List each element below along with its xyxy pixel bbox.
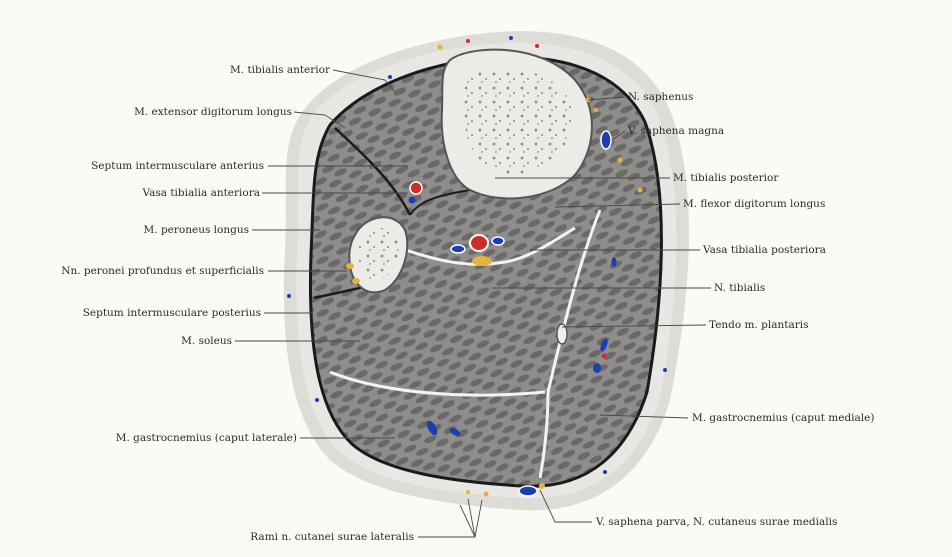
- label-vasa-tibialia-posteriora: Vasa tibialia posteriora: [702, 244, 826, 256]
- n-tibialis-mark: [472, 256, 492, 266]
- label-septum-anterius: Septum intermusculare anterius: [91, 160, 264, 172]
- tendo-plantaris-mark: [556, 323, 568, 345]
- vasa-tibialia-posteriora: [450, 234, 505, 254]
- label-n-saphenus: N. saphenus: [628, 91, 693, 103]
- septum-anterius-line: [334, 127, 412, 216]
- label-v-saphena-parva: V. saphena parva, N. cutaneus surae medi…: [595, 516, 837, 528]
- label-gastrocnemius-mediale: M. gastrocnemius (caput mediale): [692, 412, 874, 424]
- interosseous-line: [409, 189, 471, 216]
- labels-left: M. tibialis anterior M. extensor digitor…: [61, 64, 414, 543]
- v-saphena-magna-mark: [600, 130, 612, 150]
- superficial-dots: [287, 36, 667, 474]
- gastrocnemius-midline: [538, 391, 550, 479]
- tibia-marrow: [464, 68, 573, 176]
- label-v-saphena-magna: V. saphena magna: [627, 125, 724, 137]
- label-tibialis-posterior: M. tibialis posterior: [673, 172, 779, 184]
- label-tibialis-anterior: M. tibialis anterior: [230, 64, 331, 76]
- v-saphena-parva-mark: [518, 483, 545, 497]
- label-nn-peronei: Nn. peronei profundus et superficialis: [61, 265, 264, 277]
- deep-transverse-fascia: [399, 226, 576, 266]
- label-vasa-tibialia-anteriora: Vasa tibialia anteriora: [141, 187, 260, 199]
- fibula-marrow: [358, 228, 399, 281]
- nn-peronei-marks: [346, 263, 360, 284]
- label-soleus: M. soleus: [181, 335, 232, 347]
- label-gastrocnemius-laterale: M. gastrocnemius (caput laterale): [116, 432, 297, 444]
- label-peroneus-longus: M. peroneus longus: [144, 224, 249, 236]
- vasa-tibialia-anteriora: [408, 181, 423, 204]
- leader-lines: [235, 69, 711, 538]
- soleus-gastro-boundary: [329, 370, 546, 397]
- medial-compartment-line: [546, 209, 602, 393]
- rami-cutanei-marks: [466, 490, 489, 497]
- label-rami-cutanei: Rami n. cutanei surae lateralis: [250, 531, 414, 543]
- label-tendo-plantaris: Tendo m. plantaris: [709, 319, 809, 331]
- labels-right: N. saphenus V. saphena magna M. tibialis…: [595, 91, 874, 528]
- label-extensor-digitorum-longus: M. extensor digitorum longus: [134, 106, 292, 118]
- intramuscular-veins: [426, 257, 617, 436]
- label-septum-posterius: Septum intermusculare posterius: [83, 307, 261, 319]
- label-flexor-digitorum-longus: M. flexor digitorum longus: [683, 198, 825, 210]
- label-n-tibialis: N. tibialis: [714, 282, 765, 294]
